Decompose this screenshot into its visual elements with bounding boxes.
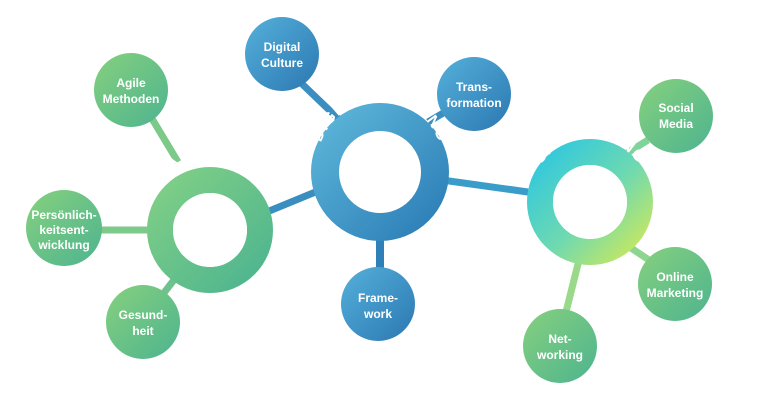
node-framework: Frame- work	[341, 267, 415, 341]
connector-networking	[562, 255, 584, 313]
connector-agile-methoden	[144, 110, 182, 164]
node-digital-culture-line-2: Culture	[261, 56, 303, 70]
node-framework-line-1: Frame-	[358, 291, 398, 305]
node-persoenlichkeit-line-3: wicklung	[37, 238, 89, 252]
node-persoenlichkeit-line-2: keitsent-	[39, 223, 88, 237]
node-gesundheit-line-1: Gesund-	[119, 308, 168, 322]
node-online-marketing-line-2: Marketing	[647, 286, 704, 300]
node-agile-methoden-line-1: Agile	[116, 76, 146, 90]
node-online-marketing-line-1: Online	[656, 270, 694, 284]
node-social-media: Social Media	[639, 79, 713, 153]
node-gesundheit-line-2: heit	[132, 324, 153, 338]
connector-digital-scaling	[441, 176, 529, 196]
node-transformation-line-2: formation	[446, 96, 501, 110]
node-transformation-line-1: Trans-	[456, 80, 492, 94]
hub-agility: AGILITÄT	[147, 145, 273, 293]
node-digital-culture: Digital Culture	[245, 17, 319, 91]
node-digital-culture-line-1: Digital	[264, 40, 301, 54]
hub-digitalization: DIGITALISIERUNG	[309, 87, 450, 241]
node-networking-line-2: working	[536, 348, 583, 362]
node-networking-line-1: Net-	[548, 332, 571, 346]
node-framework-line-2: work	[363, 307, 392, 321]
node-agile-methoden: Agile Methoden	[94, 53, 168, 127]
node-transformation: Trans- formation	[437, 57, 511, 131]
node-social-media-line-2: Media	[659, 117, 693, 131]
node-social-media-line-1: Social	[658, 101, 693, 115]
node-gesundheit: Gesund- heit	[106, 285, 180, 359]
node-networking: Net- working	[523, 309, 597, 383]
hub-scaling: SKALIERUNG	[527, 125, 653, 265]
node-agile-methoden-line-2: Methoden	[103, 92, 160, 106]
node-persoenlichkeit-line-1: Persönlich-	[31, 208, 96, 222]
node-online-marketing: Online Marketing	[638, 247, 712, 321]
node-persoenlichkeitsentwicklung: Persönlich- keitsent- wicklung	[26, 190, 102, 266]
